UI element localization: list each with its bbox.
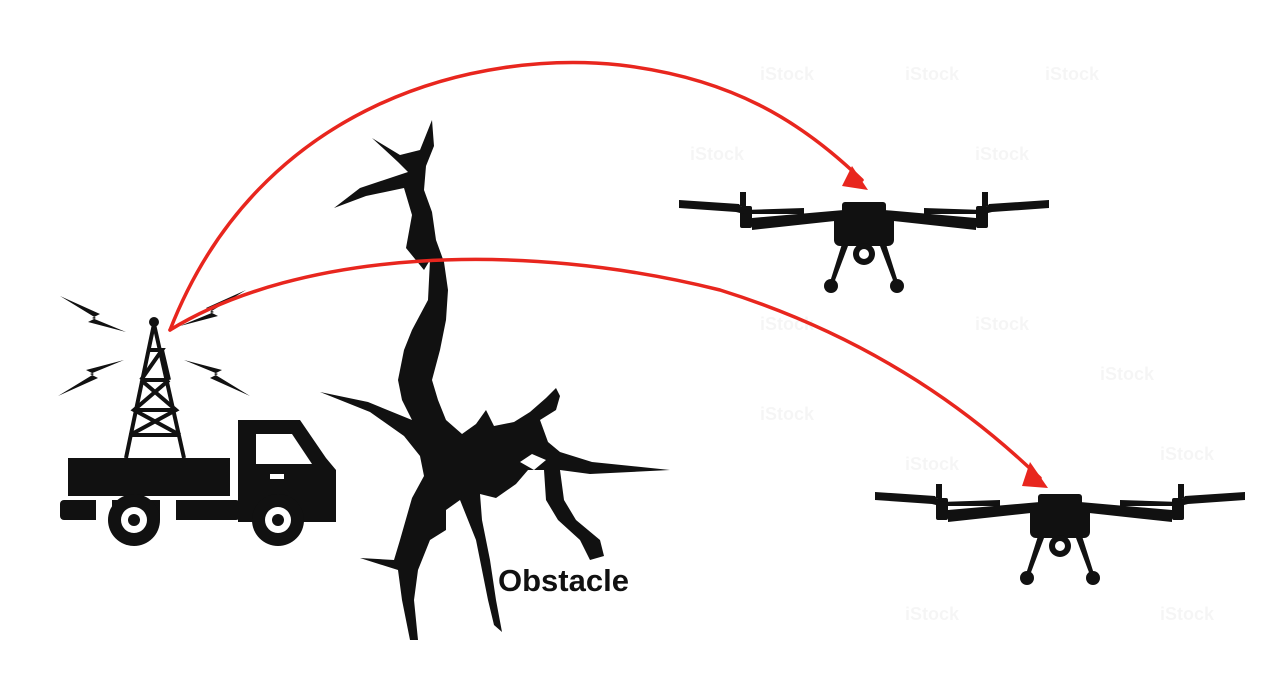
svg-text:iStock: iStock: [905, 604, 960, 624]
radio-tower-icon: [124, 317, 186, 459]
svg-text:iStock: iStock: [975, 314, 1030, 334]
svg-text:iStock: iStock: [1045, 64, 1100, 84]
svg-text:iStock: iStock: [1160, 604, 1215, 624]
crack-icon: [320, 120, 670, 640]
signal-arrow-lower: [168, 257, 1042, 480]
svg-text:iStock: iStock: [905, 64, 960, 84]
svg-text:iStock: iStock: [975, 144, 1030, 164]
svg-text:iStock: iStock: [760, 404, 815, 424]
obstacle-label: Obstacle: [498, 563, 629, 598]
svg-text:iStock: iStock: [690, 144, 745, 164]
svg-text:iStock: iStock: [1160, 444, 1215, 464]
drone-icon-lower: [875, 484, 1245, 585]
svg-text:iStock: iStock: [760, 64, 815, 84]
svg-text:iStock: iStock: [905, 454, 960, 474]
arrowhead-upper: [842, 166, 868, 190]
truck-icon: [60, 420, 336, 546]
signal-arrows: [168, 60, 1042, 480]
arrowheads: [842, 166, 1048, 488]
watermark-pattern: iStock iStock iStock iStock iStock iStoc…: [690, 64, 1215, 624]
signal-arrow-upper: [168, 60, 864, 332]
svg-text:iStock: iStock: [1100, 364, 1155, 384]
drone-icon-upper: [679, 192, 1049, 293]
arrowhead-lower: [1022, 462, 1048, 488]
